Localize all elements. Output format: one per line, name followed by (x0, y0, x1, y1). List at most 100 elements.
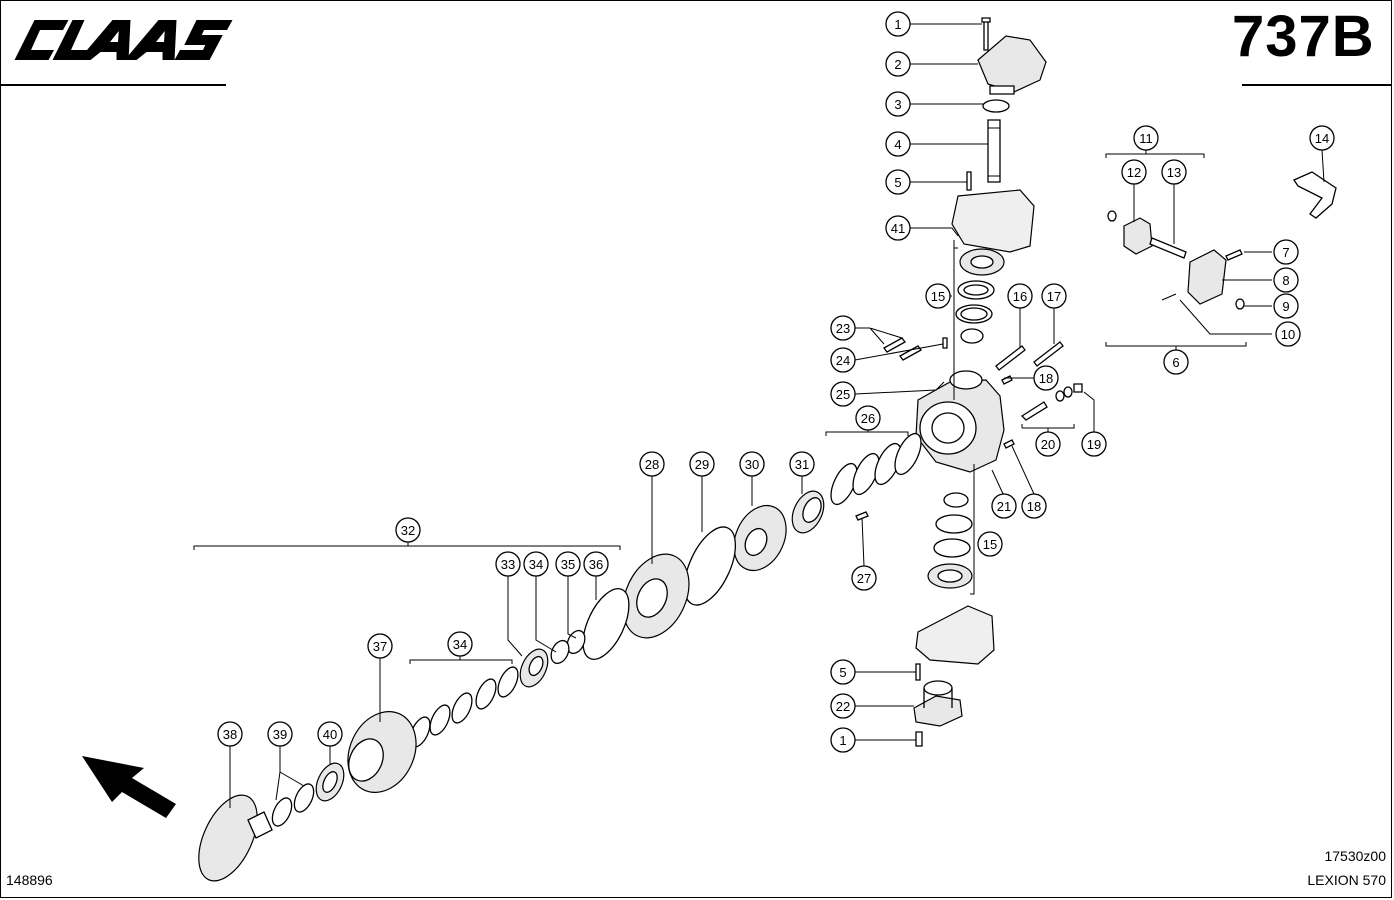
svg-text:21: 21 (997, 499, 1011, 514)
svg-text:11: 11 (1139, 131, 1153, 146)
callout-21: 21 (991, 493, 1017, 519)
callout-20: 20 (1035, 431, 1061, 457)
drawing-number: 17530z00 (1324, 848, 1386, 864)
svg-text:19: 19 (1087, 437, 1101, 452)
callout-1-top: 1 (885, 11, 911, 37)
svg-text:1: 1 (894, 17, 901, 32)
callout-12: 12 (1121, 159, 1147, 185)
callout-35: 35 (555, 551, 581, 577)
document-number: 148896 (6, 872, 53, 888)
callout-34-lower: 34 (447, 631, 473, 657)
callout-33: 33 (495, 551, 521, 577)
callout-39: 39 (267, 721, 293, 747)
svg-text:5: 5 (894, 175, 901, 190)
callout-9: 9 (1273, 293, 1299, 319)
svg-text:26: 26 (861, 411, 875, 426)
header-rule-right (1242, 84, 1392, 86)
svg-text:23: 23 (836, 321, 850, 336)
svg-text:40: 40 (323, 727, 337, 742)
svg-text:34: 34 (529, 557, 543, 572)
svg-text:15: 15 (983, 537, 997, 552)
svg-text:36: 36 (589, 557, 603, 572)
callout-18-lower: 18 (1021, 493, 1047, 519)
header-rule-left (0, 84, 226, 86)
svg-text:27: 27 (857, 571, 871, 586)
svg-text:18: 18 (1027, 499, 1041, 514)
callout-11: 11 (1133, 125, 1159, 151)
svg-text:14: 14 (1315, 131, 1329, 146)
svg-text:6: 6 (1172, 355, 1179, 370)
callout-22: 22 (830, 693, 856, 719)
svg-text:17: 17 (1047, 289, 1061, 304)
callout-6: 6 (1163, 349, 1189, 375)
claas-logo (14, 20, 233, 60)
callout-24: 24 (830, 347, 856, 373)
svg-text:12: 12 (1127, 165, 1141, 180)
callout-2: 2 (885, 51, 911, 77)
svg-text:37: 37 (373, 639, 387, 654)
parts-artwork (82, 17, 1337, 882)
svg-text:15: 15 (931, 289, 945, 304)
callout-14: 14 (1309, 125, 1335, 151)
svg-text:18: 18 (1039, 371, 1053, 386)
callout-1-lower: 1 (830, 727, 856, 753)
callout-23: 23 (830, 315, 856, 341)
model-name: LEXION 570 (1307, 872, 1386, 888)
callout-28: 28 (639, 451, 665, 477)
svg-text:31: 31 (795, 457, 809, 472)
svg-text:22: 22 (836, 699, 850, 714)
callout-bubbles: 1 2 3 4 5 41 15 16 17 18 23 24 25 26 19 … (217, 11, 1335, 753)
callout-5-lower: 5 (830, 659, 856, 685)
callout-18-upper: 18 (1033, 365, 1059, 391)
svg-text:33: 33 (501, 557, 515, 572)
callout-19: 19 (1081, 431, 1107, 457)
callout-27: 27 (851, 565, 877, 591)
callout-25: 25 (830, 381, 856, 407)
svg-text:24: 24 (836, 353, 850, 368)
callout-36: 36 (583, 551, 609, 577)
callout-8: 8 (1273, 267, 1299, 293)
callout-38: 38 (217, 721, 243, 747)
callout-34-upper: 34 (523, 551, 549, 577)
callout-40: 40 (317, 721, 343, 747)
callout-15-lower: 15 (977, 531, 1003, 557)
svg-text:1: 1 (839, 733, 846, 748)
callout-41: 41 (885, 215, 911, 241)
svg-text:20: 20 (1041, 437, 1055, 452)
callout-5-top: 5 (885, 169, 911, 195)
svg-text:30: 30 (745, 457, 759, 472)
callout-17: 17 (1041, 283, 1067, 309)
svg-text:39: 39 (273, 727, 287, 742)
callout-30: 30 (739, 451, 765, 477)
svg-text:10: 10 (1281, 327, 1295, 342)
callout-13: 13 (1161, 159, 1187, 185)
direction-arrow-icon (82, 756, 176, 818)
svg-text:8: 8 (1282, 273, 1289, 288)
callout-7: 7 (1273, 239, 1299, 265)
svg-text:16: 16 (1013, 289, 1027, 304)
callout-29: 29 (689, 451, 715, 477)
svg-text:9: 9 (1282, 299, 1289, 314)
svg-text:25: 25 (836, 387, 850, 402)
svg-text:38: 38 (223, 727, 237, 742)
svg-text:34: 34 (453, 637, 467, 652)
svg-text:7: 7 (1282, 245, 1289, 260)
svg-text:29: 29 (695, 457, 709, 472)
callout-37: 37 (367, 633, 393, 659)
svg-text:41: 41 (891, 221, 905, 236)
svg-text:13: 13 (1167, 165, 1181, 180)
page-code: 737B (1232, 4, 1375, 69)
callout-3: 3 (885, 91, 911, 117)
callout-32: 32 (395, 517, 421, 543)
callout-10: 10 (1275, 321, 1301, 347)
svg-text:3: 3 (894, 97, 901, 112)
svg-text:35: 35 (561, 557, 575, 572)
svg-text:4: 4 (894, 137, 901, 152)
svg-text:28: 28 (645, 457, 659, 472)
svg-text:5: 5 (839, 665, 846, 680)
callout-31: 31 (789, 451, 815, 477)
callout-15-upper: 15 (925, 283, 951, 309)
callout-4: 4 (885, 131, 911, 157)
